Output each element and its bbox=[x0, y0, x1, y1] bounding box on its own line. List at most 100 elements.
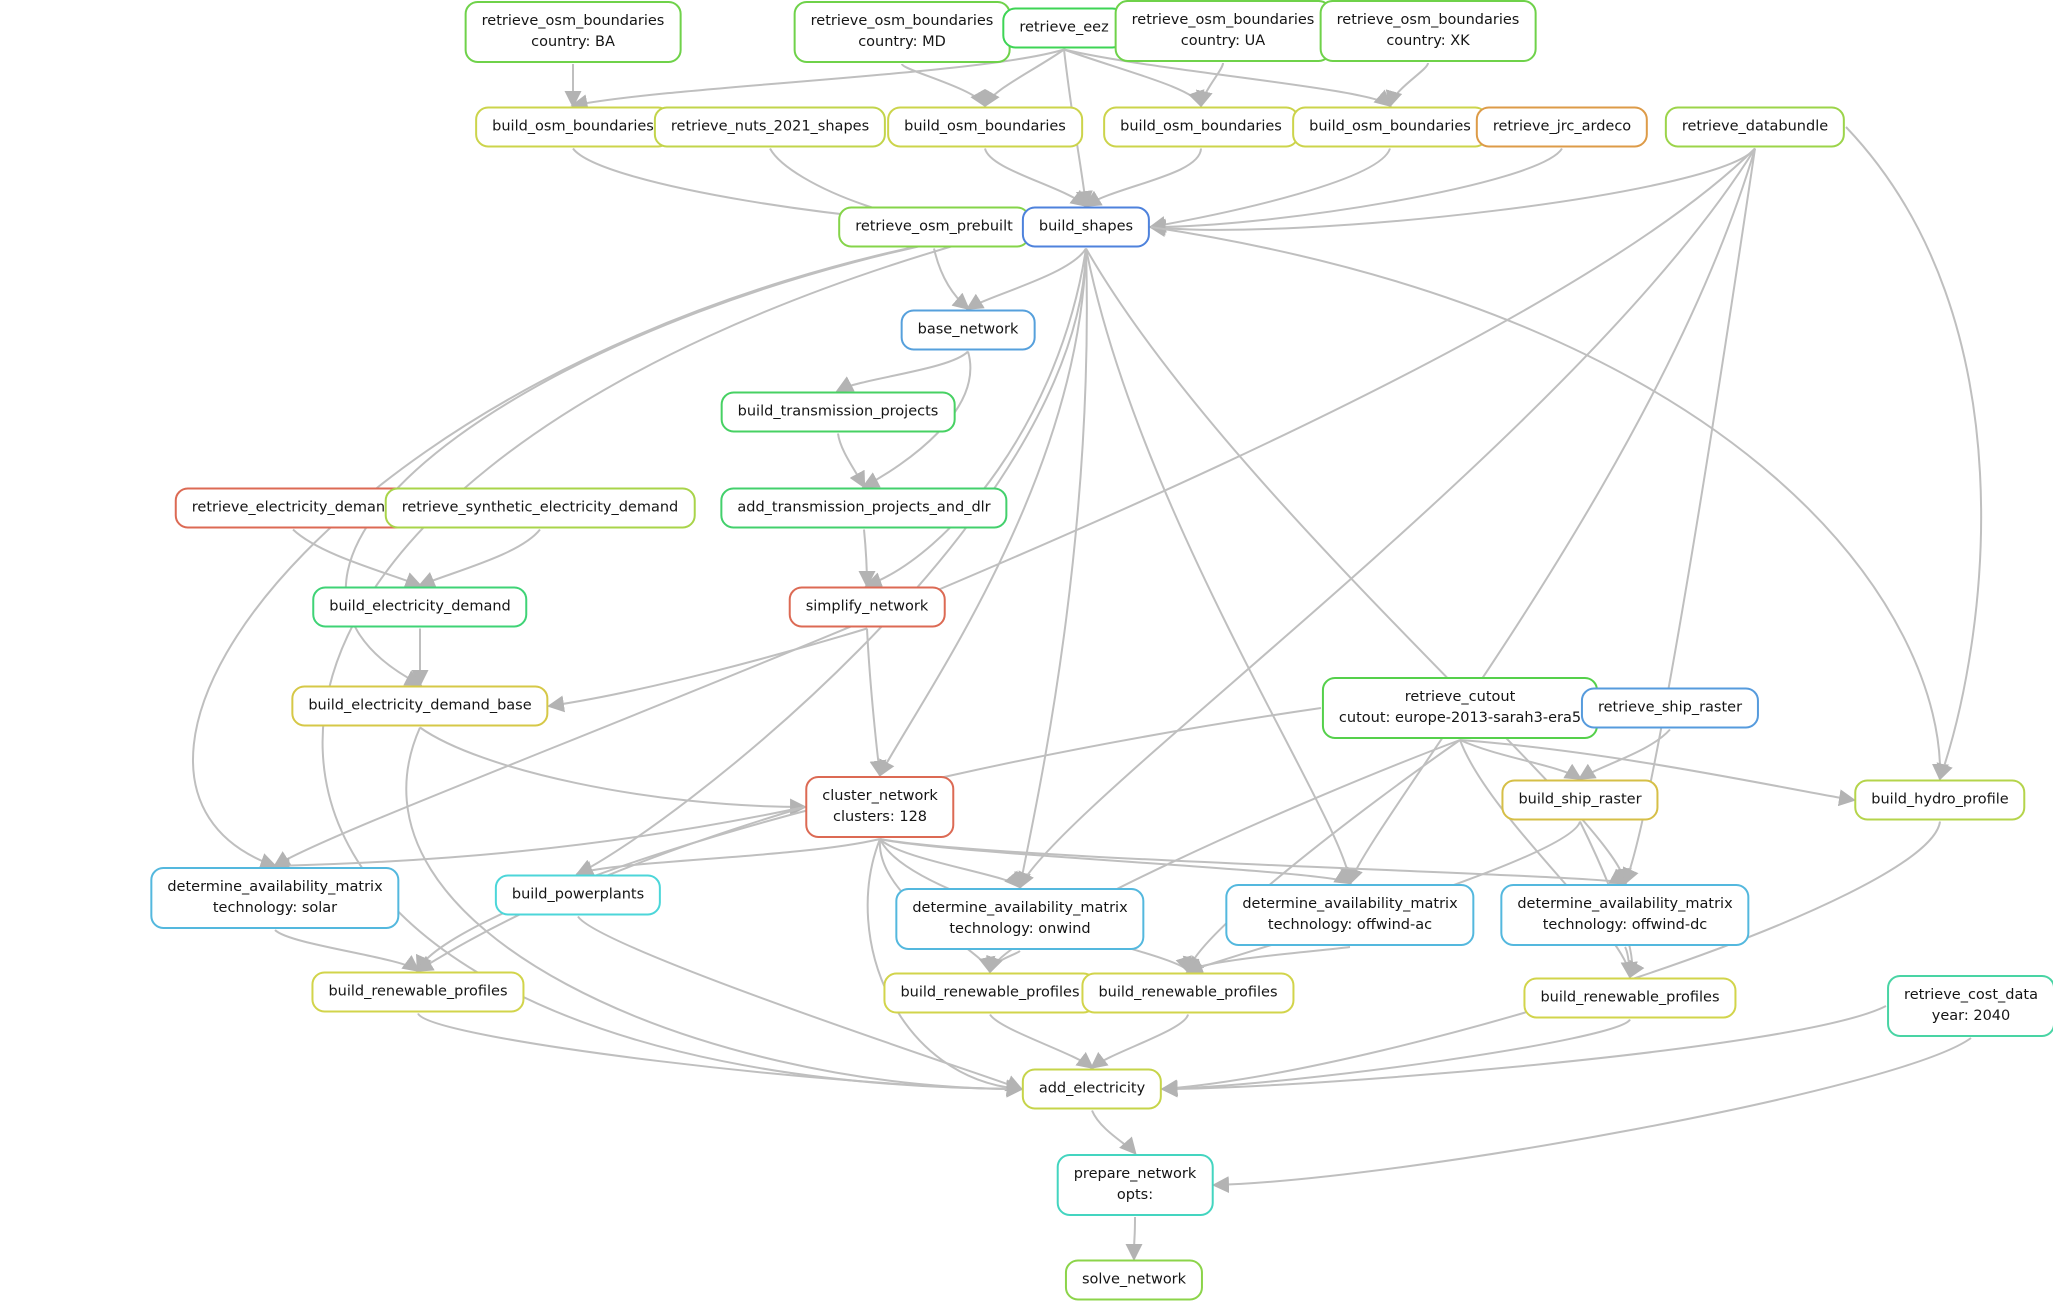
rule-name-label: retrieve_osm_boundaries bbox=[1131, 11, 1315, 28]
rule-param-label: country: BA bbox=[531, 34, 615, 50]
edge-cost-prep bbox=[1211, 1037, 1972, 1194]
edge-ardeco-shapes bbox=[1148, 147, 1563, 236]
rule-param-label: country: XK bbox=[1386, 33, 1470, 49]
edge-simp-bedb bbox=[546, 627, 868, 713]
edge-cost-addel bbox=[1160, 1005, 1887, 1098]
node-bedb[interactable]: build_electricity_demand_base bbox=[291, 685, 549, 727]
node-addel[interactable]: add_electricity bbox=[1021, 1068, 1163, 1110]
node-cost[interactable]: retrieve_cost_data year: 2040 bbox=[1887, 974, 2053, 1038]
node-btp[interactable]: build_transmission_projects bbox=[720, 391, 956, 433]
edge-shapes-cluster bbox=[878, 248, 1087, 778]
rule-param-label: clusters: 128 bbox=[832, 809, 928, 825]
rule-name-label: build_transmission_projects bbox=[737, 403, 939, 420]
node-bed[interactable]: build_electricity_demand bbox=[312, 586, 528, 628]
node-base[interactable]: base_network bbox=[900, 309, 1036, 351]
node-rob_ua[interactable]: retrieve_osm_boundaries country: UA bbox=[1114, 0, 1332, 63]
rule-name-label: build_osm_boundaries bbox=[904, 118, 1066, 135]
rule-name-label: retrieve_osm_prebuilt bbox=[855, 218, 1013, 235]
edge-shapes-base bbox=[965, 247, 1087, 310]
node-bob2[interactable]: build_osm_boundaries bbox=[887, 106, 1083, 148]
node-bhp[interactable]: build_hydro_profile bbox=[1854, 779, 2026, 821]
node-bpp[interactable]: build_powerplants bbox=[494, 874, 662, 916]
edge-rob_md-bob2 bbox=[901, 63, 987, 108]
rule-name-label: retrieve_ship_raster bbox=[1597, 699, 1743, 716]
rule-name-label: retrieve_osm_boundaries bbox=[481, 12, 665, 29]
edge-bpp-addel bbox=[577, 915, 1024, 1092]
edge-cutout-brp_offac bbox=[1182, 739, 1461, 974]
edge-bob2-shapes bbox=[984, 148, 1089, 208]
rule-name-label: build_renewable_profiles bbox=[1098, 984, 1278, 1001]
edge-bob4-shapes bbox=[1148, 148, 1391, 233]
node-simp[interactable]: simplify_network bbox=[788, 586, 946, 628]
node-rob_xk[interactable]: retrieve_osm_boundaries country: XK bbox=[1319, 0, 1537, 63]
node-rob_md[interactable]: retrieve_osm_boundaries country: MD bbox=[793, 0, 1011, 64]
node-solve[interactable]: solve_network bbox=[1064, 1259, 1204, 1301]
edge-rob_xk-bob4 bbox=[1385, 62, 1429, 108]
rule-param-label: technology: solar bbox=[212, 900, 338, 916]
node-databundle[interactable]: retrieve_databundle bbox=[1664, 106, 1846, 148]
rule-name-label: retrieve_electricity_demand bbox=[191, 499, 395, 516]
node-nuts[interactable]: retrieve_nuts_2021_shapes bbox=[653, 106, 887, 148]
node-shapes[interactable]: build_shapes bbox=[1021, 206, 1151, 248]
node-rob_ba[interactable]: retrieve_osm_boundaries country: BA bbox=[464, 0, 682, 64]
node-ardeco[interactable]: retrieve_jrc_ardeco bbox=[1475, 106, 1649, 148]
edge-eez-bob1 bbox=[570, 48, 1065, 112]
rule-name-label: build_shapes bbox=[1038, 218, 1134, 235]
node-dam_offdc[interactable]: determine_availability_matrix technology… bbox=[1500, 883, 1750, 947]
node-rsed[interactable]: retrieve_synthetic_electricity_demand bbox=[384, 487, 696, 529]
node-red[interactable]: retrieve_electricity_demand bbox=[174, 487, 412, 529]
node-dam_offac[interactable]: determine_availability_matrix technology… bbox=[1225, 883, 1475, 947]
node-bob1[interactable]: build_osm_boundaries bbox=[475, 106, 671, 148]
rule-param-label: technology: onwind bbox=[949, 921, 1091, 937]
rule-name-label: build_osm_boundaries bbox=[1120, 118, 1282, 135]
edge-shapes-bhp bbox=[1150, 226, 1949, 782]
rule-name-label: retrieve_synthetic_electricity_demand bbox=[401, 499, 679, 516]
node-atp[interactable]: add_transmission_projects_and_dlr bbox=[720, 487, 1008, 529]
edge-eez-bob2 bbox=[983, 48, 1065, 108]
edge-databundle-dam_solar bbox=[272, 147, 1756, 868]
node-prebuilt[interactable]: retrieve_osm_prebuilt bbox=[838, 206, 1030, 248]
edge-cutout-brp_offdc bbox=[1459, 739, 1638, 980]
edge-shapes-dam_offdc bbox=[1085, 248, 1632, 886]
edge-shapes-dam_solar bbox=[192, 226, 1022, 870]
rule-name-label: retrieve_osm_boundaries bbox=[810, 12, 994, 29]
node-bob3[interactable]: build_osm_boundaries bbox=[1103, 106, 1299, 148]
node-dam_onwind[interactable]: determine_availability_matrix technology… bbox=[895, 887, 1145, 951]
node-cluster[interactable]: cluster_network clusters: 128 bbox=[805, 775, 955, 839]
edge-databundle-dam_offdc bbox=[1622, 148, 1756, 886]
rule-param-label: country: MD bbox=[858, 34, 946, 50]
rule-name-label: retrieve_eez bbox=[1019, 19, 1109, 36]
node-dam_solar[interactable]: determine_availability_matrix technology… bbox=[150, 866, 400, 930]
rule-name-label: add_transmission_projects_and_dlr bbox=[737, 499, 991, 516]
edge-cluster-dam_solar bbox=[272, 806, 805, 875]
rule-name-label: determine_availability_matrix bbox=[167, 878, 383, 895]
node-prep[interactable]: prepare_network opts: bbox=[1056, 1153, 1214, 1217]
rule-param-label: cutout: europe-2013-sarah3-era5 bbox=[1338, 710, 1582, 726]
node-cutout[interactable]: retrieve_cutout cutout: europe-2013-sara… bbox=[1321, 676, 1599, 740]
node-bob4[interactable]: build_osm_boundaries bbox=[1292, 106, 1488, 148]
node-brp_offdc[interactable]: build_renewable_profiles bbox=[1523, 977, 1737, 1019]
edge-shapes-dam_onwind bbox=[1014, 248, 1088, 890]
edge-bedb-cluster bbox=[419, 726, 808, 816]
rule-name-label: determine_availability_matrix bbox=[1242, 895, 1458, 912]
node-brp_solar[interactable]: build_renewable_profiles bbox=[311, 971, 525, 1013]
edge-rsed-bed bbox=[417, 528, 541, 588]
edge-databundle-shapes bbox=[1148, 147, 1756, 237]
edge-cutout-brp_solar bbox=[416, 707, 1322, 973]
rule-param-label: technology: offwind-dc bbox=[1542, 917, 1708, 933]
node-eez[interactable]: retrieve_eez bbox=[1002, 7, 1126, 49]
node-bsr[interactable]: build_ship_raster bbox=[1501, 779, 1659, 821]
rule-name-label: build_ship_raster bbox=[1518, 791, 1642, 808]
rule-name-label: add_electricity bbox=[1038, 1080, 1146, 1097]
edge-bob3-shapes bbox=[1083, 148, 1202, 207]
rule-param-label: year: 2040 bbox=[1931, 1008, 2011, 1024]
node-brp_onwind[interactable]: build_renewable_profiles bbox=[883, 972, 1097, 1014]
rule-name-label: retrieve_jrc_ardeco bbox=[1492, 118, 1632, 135]
node-rsr[interactable]: retrieve_ship_raster bbox=[1580, 687, 1760, 729]
edge-cutout-brp_onwind bbox=[986, 739, 1461, 974]
edge-shapes-simp bbox=[864, 248, 1087, 589]
edge-group bbox=[192, 48, 1983, 1262]
edge-base-atp bbox=[861, 351, 972, 488]
node-brp_offac[interactable]: build_renewable_profiles bbox=[1081, 972, 1295, 1014]
